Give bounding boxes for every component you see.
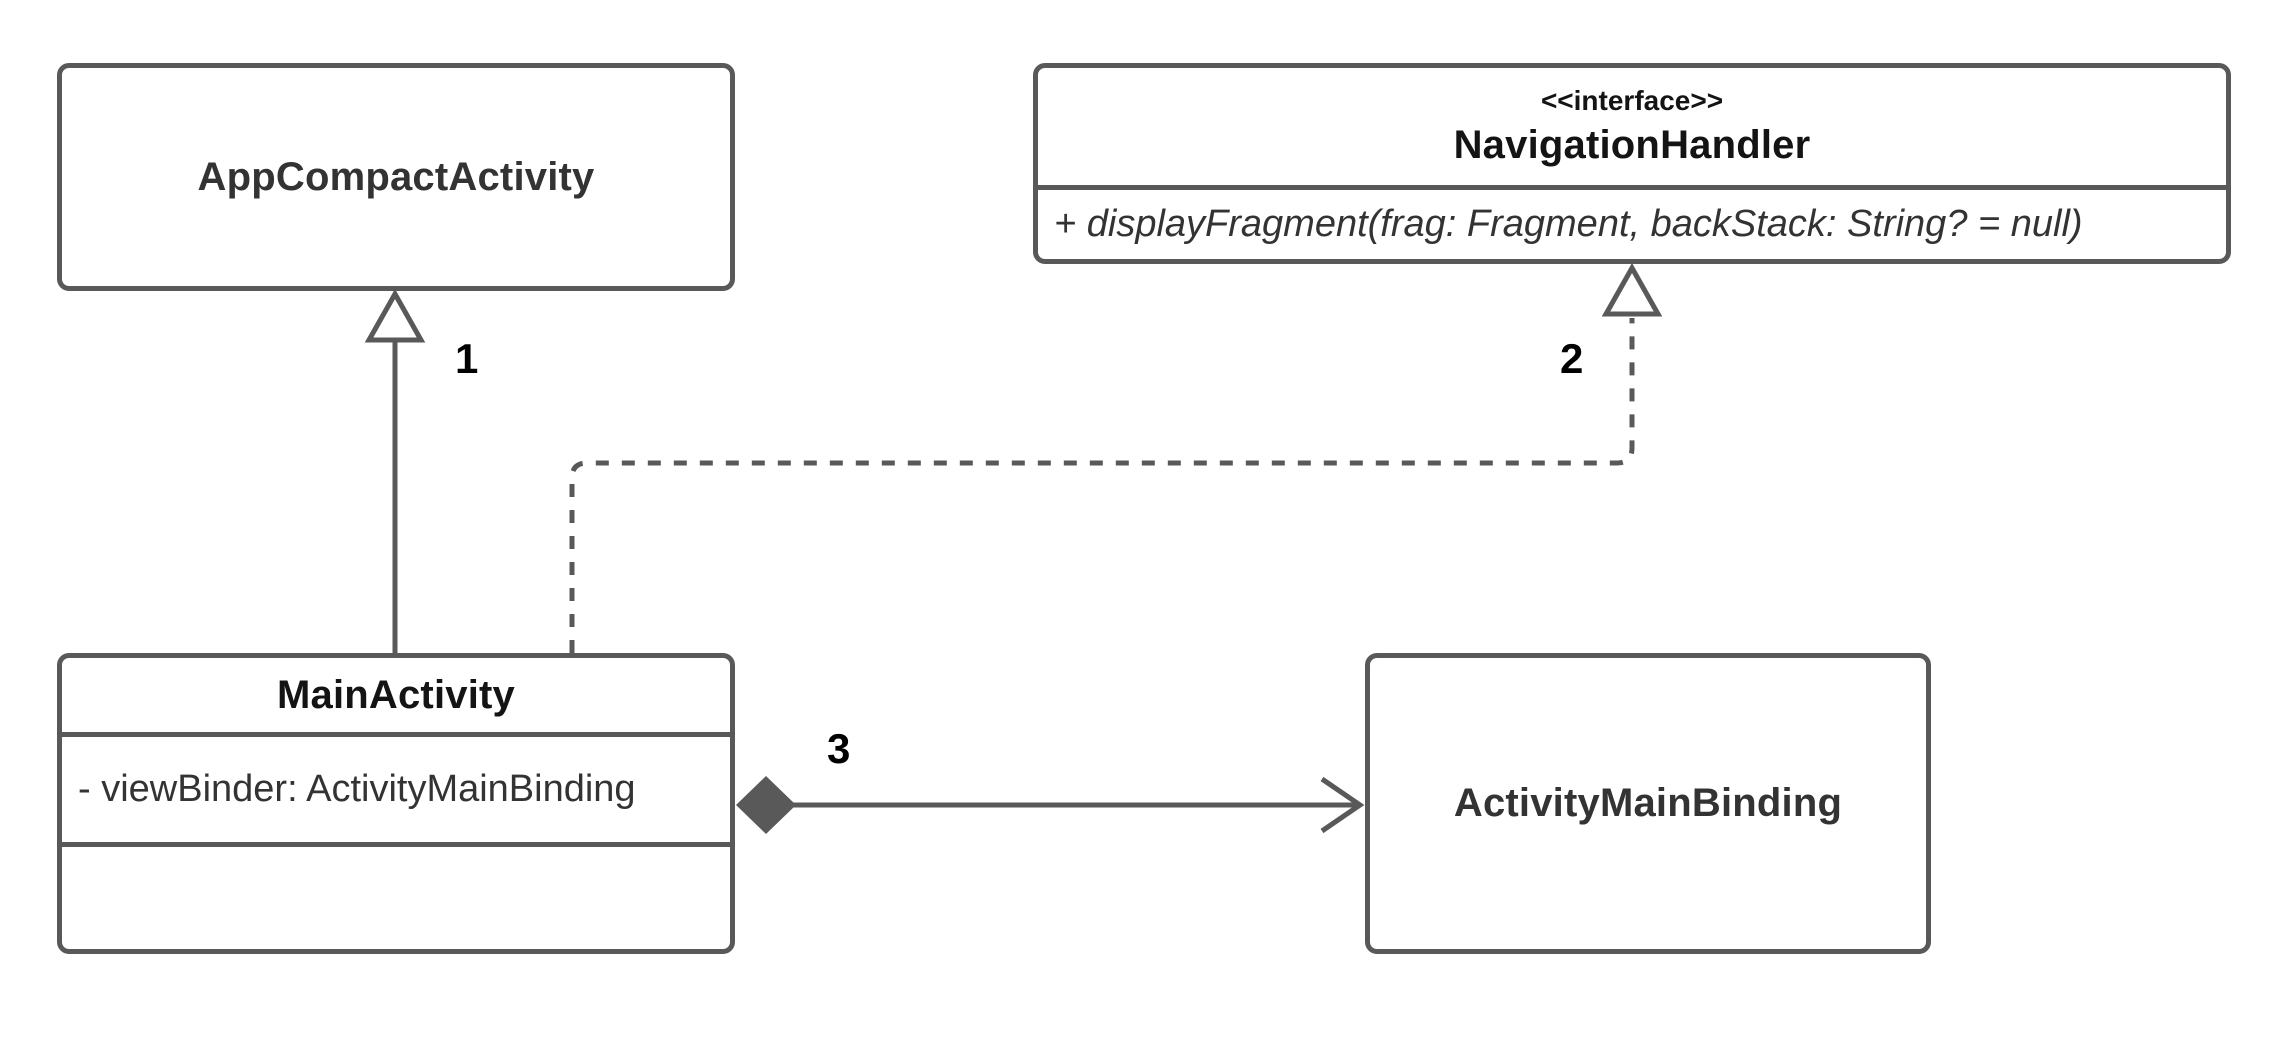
class-box-mainactivity[interactable]: MainActivity - viewBinder: ActivityMainB… [57, 653, 735, 954]
open-arrowhead-icon [1320, 776, 1365, 834]
class-name-appcompactactivity: AppCompactActivity [197, 154, 595, 199]
class-name-activitymainbinding: ActivityMainBinding [1453, 781, 1843, 825]
compartment-divider [62, 842, 730, 847]
compartment-divider [62, 732, 730, 737]
composition-arrow [736, 776, 1365, 834]
compartment-divider [1038, 185, 2226, 190]
class-box-appcompactactivity[interactable]: AppCompactActivity [57, 63, 735, 291]
empty-method-compartment [62, 847, 730, 949]
filled-diamond-icon [736, 776, 796, 834]
hollow-triangle-icon [1601, 262, 1663, 317]
attribute-item: - viewBinder: ActivityMainBinding [78, 768, 636, 810]
class-box-activitymainbinding[interactable]: ActivityMainBinding [1365, 653, 1931, 954]
stereotype-label: <<interface>> [1540, 85, 1724, 116]
relationship-label-1: 1 [455, 335, 479, 382]
interface-title-compartment: <<interface>> NavigationHandler [1038, 68, 2226, 185]
class-name-navigationhandler: NavigationHandler [1453, 123, 1811, 167]
relationship-label-2: 2 [1560, 335, 1584, 382]
realization-arrow [569, 262, 1663, 653]
relationship-label-3: 3 [827, 725, 851, 772]
class-name-mainactivity: MainActivity [276, 672, 515, 717]
class-box-navigationhandler[interactable]: <<interface>> NavigationHandler + displa… [1033, 63, 2231, 264]
inheritance-arrow [364, 288, 426, 653]
class-title-compartment: MainActivity [62, 658, 730, 732]
method-item: + displayFragment(frag: Fragment, backSt… [1054, 203, 2083, 245]
hollow-triangle-icon [364, 288, 426, 343]
